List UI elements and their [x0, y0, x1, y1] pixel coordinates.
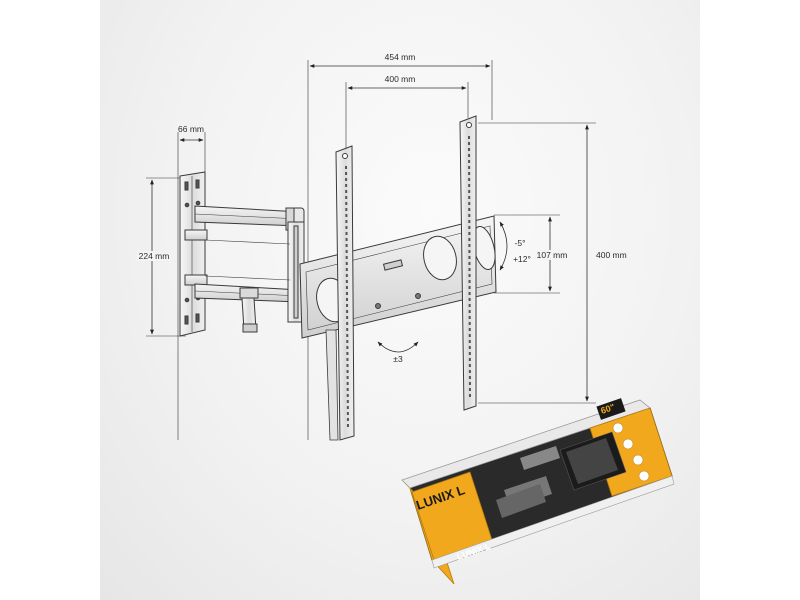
articulating-arms: [194, 205, 305, 333]
box-feature-icons: [612, 422, 650, 482]
swivel-label: ±3: [393, 354, 403, 364]
mount-diagram: 454 mm 400 mm 66 mm 224 mm 107 mm 400 mm…: [137, 52, 675, 585]
product-diagram-canvas: 454 mm 400 mm 66 mm 224 mm 107 mm 400 mm…: [100, 0, 700, 600]
dimension-lines: [146, 60, 596, 440]
wall-plate: [179, 171, 208, 337]
dim-plate-height-label: 107 mm: [537, 250, 568, 260]
tilt-up-label: -5°: [515, 238, 526, 248]
dim-vesa-width-label: 400 mm: [385, 74, 416, 84]
product-box: LUNIX L LUNIX L 60": [401, 398, 675, 585]
dimension-labels: 454 mm 400 mm 66 mm 224 mm 107 mm 400 mm…: [137, 52, 629, 364]
dim-overall-width-label: 454 mm: [385, 52, 416, 62]
vesa-rail-left: [325, 145, 355, 441]
box-size-badge: 60": [599, 402, 616, 416]
dim-wall-plate-height-label: 224 mm: [139, 251, 170, 261]
dim-wall-depth-label: 66 mm: [178, 124, 204, 134]
vesa-rail-right: [459, 115, 477, 411]
tilt-down-label: +12°: [513, 254, 531, 264]
dim-vesa-height-label: 400 mm: [596, 250, 627, 260]
box-tv-illustration: [496, 431, 627, 518]
